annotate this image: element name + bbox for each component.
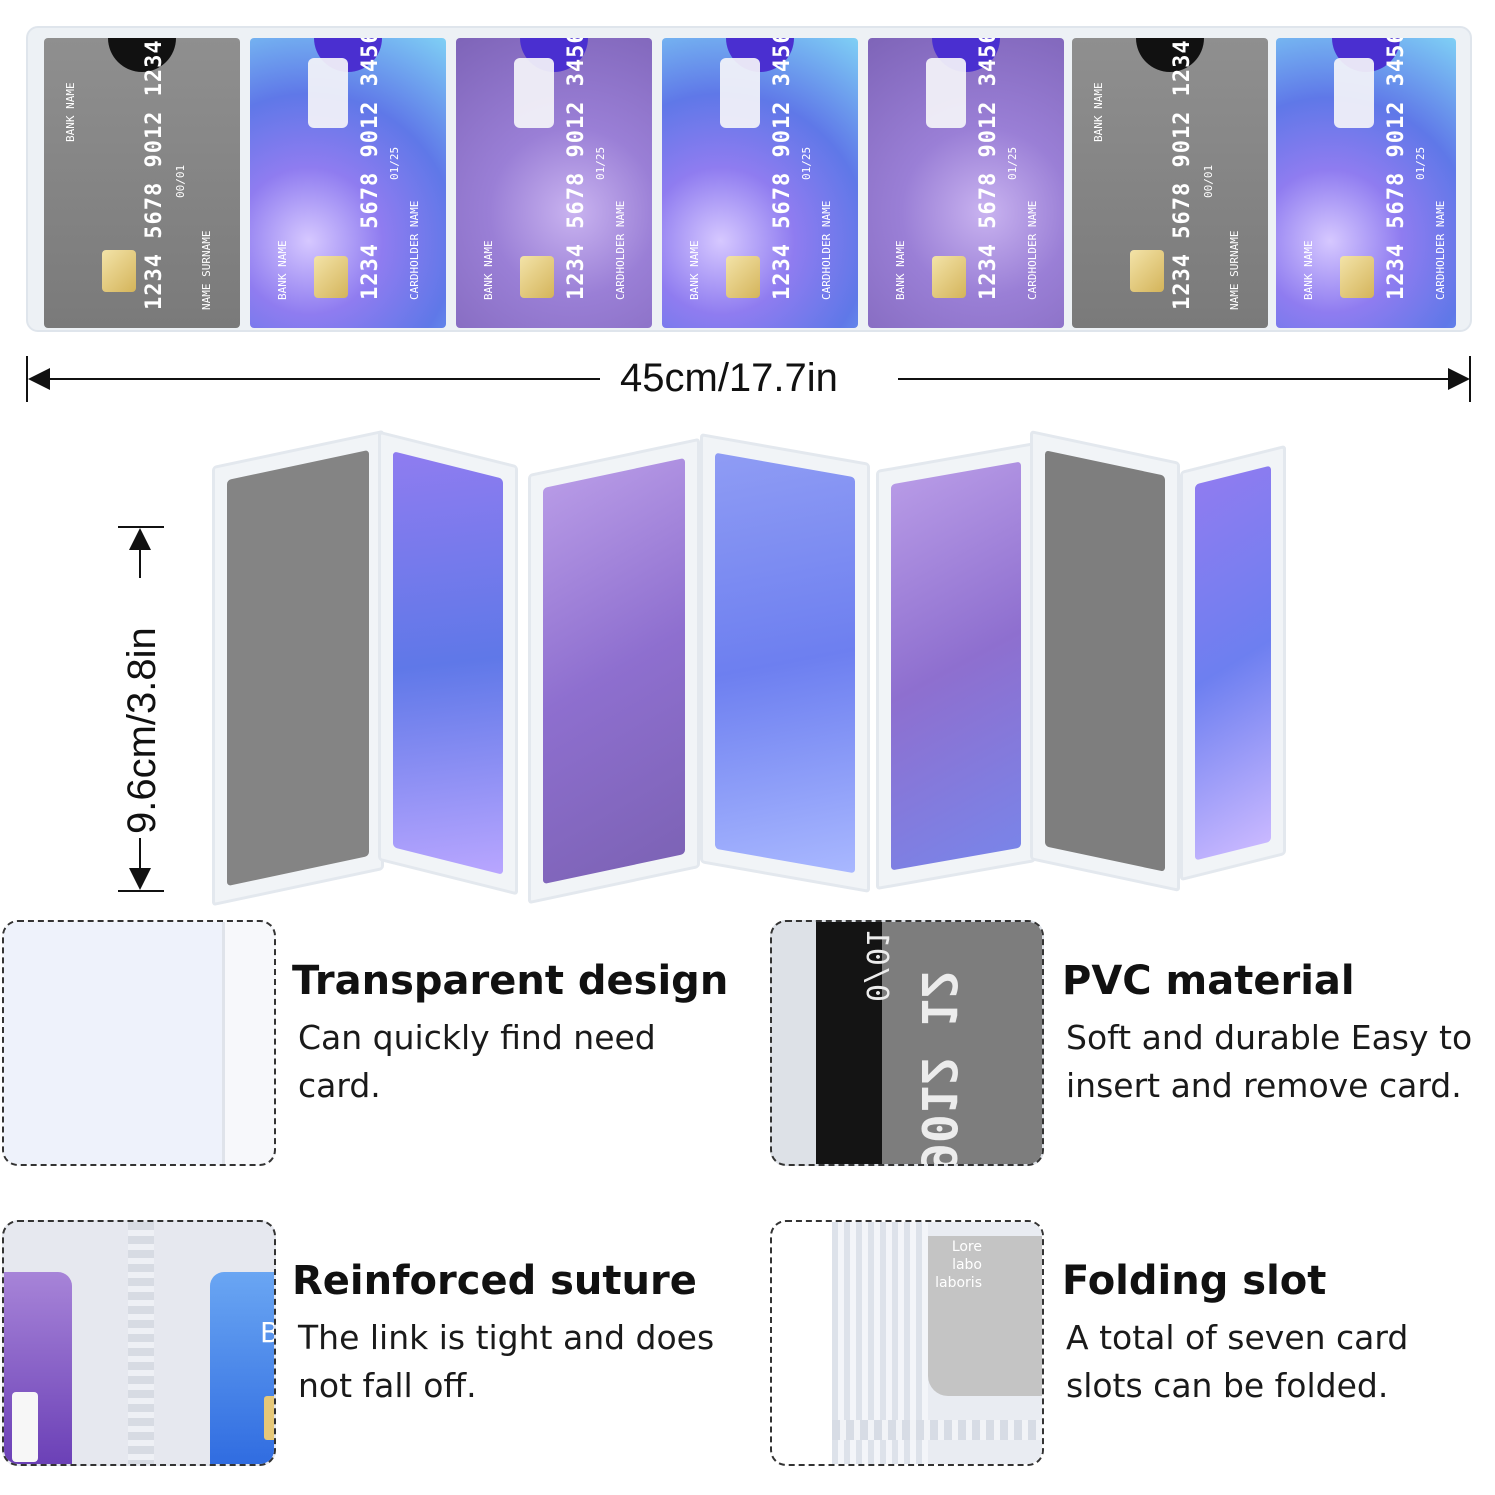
closeup-card-number: 9012 12: [910, 969, 966, 1166]
card-chip: [264, 1396, 274, 1440]
card-bank-name: BANK NAME: [688, 240, 701, 300]
card-slot-7: BANK NAME 1234 5678 9012 3456 01/25 CARD…: [1276, 38, 1456, 328]
transparent-sleeve-photo: [2, 920, 276, 1166]
card-slot-4: BANK NAME 1234 5678 9012 3456 01/25 CARD…: [662, 38, 858, 328]
folded-panel-4: [700, 433, 870, 893]
sleeve-edge: [222, 922, 225, 1164]
card-valid: 00/01: [174, 164, 187, 198]
hologram-sticker: [308, 58, 348, 128]
card-number: 1234 5678 9012 3456: [770, 38, 795, 300]
closeup-letter: B: [260, 1316, 274, 1349]
dimension-line-bottom: [139, 838, 141, 868]
card-expiry: 01/25: [1414, 146, 1427, 180]
card-holder: CARDHOLDER NAME: [1434, 200, 1447, 300]
card-number: 1234 5678 9012 3456: [564, 38, 589, 300]
card-bank-name: BANK NAME: [276, 240, 289, 300]
card-expiry: 01/25: [388, 146, 401, 180]
card-expiry: 01/25: [1006, 146, 1019, 180]
card-number: 1234 5678 9012 3456: [1384, 38, 1409, 300]
card-holder: CARDHOLDER NAME: [1026, 200, 1039, 300]
card-chip: [726, 256, 760, 298]
hologram-sticker: [926, 58, 966, 128]
blue-card-edge: B: [210, 1272, 274, 1464]
card-chip: [102, 250, 136, 292]
arrow-right-icon: [1448, 368, 1470, 390]
card-text-fragment-1: Lore: [951, 1239, 982, 1255]
dimension-tick-left: [26, 356, 28, 402]
magnetic-stripe: [816, 922, 882, 1164]
card-bank-name: BANK NAME: [894, 240, 907, 300]
arrow-down-icon: [129, 868, 151, 890]
dimension-tick-right: [1469, 356, 1471, 402]
card-holder: CARDHOLDER NAME: [408, 200, 421, 300]
card-expiry: 01/25: [594, 146, 607, 180]
feature-desc-pvc: Soft and durable Easy to insert and remo…: [1066, 1018, 1473, 1105]
folded-card-strip: [212, 418, 1288, 907]
card-text-fragment-2: labo: [952, 1257, 982, 1273]
hologram-sticker: [720, 58, 760, 128]
arrow-up-icon: [129, 528, 151, 550]
hologram-sticker: [514, 58, 554, 128]
card-number: 1234 5678 9012 3456: [358, 38, 383, 300]
arrow-left-icon: [28, 368, 50, 390]
dimension-line-top: [139, 548, 141, 578]
card-slot-6: BANK NAME 1234 5678 9012 1234 00/01 NAME…: [1072, 38, 1268, 328]
feature-desc-transparent: Can quickly find need card.: [298, 1018, 656, 1105]
folded-panel-6: [1030, 430, 1180, 892]
card-number: 1234 5678 9012 1234: [1170, 39, 1195, 310]
card-expiry: 01/25: [800, 146, 813, 180]
card-chip: [932, 256, 966, 298]
card-number: 1234 5678 9012 1234: [142, 39, 167, 310]
card-bank-name: BANK NAME: [482, 240, 495, 300]
card-slot-1: BANK NAME 1234 5678 9012 1234 00/01 NAME…: [44, 38, 240, 328]
dimension-tick-top: [118, 526, 164, 528]
feature-title-transparent: Transparent design: [292, 958, 729, 1004]
card-slot-2: BANK NAME 1234 5678 9012 3456 01/25 CARD…: [250, 38, 446, 328]
card-slot-5: BANK NAME 1234 5678 9012 3456 01/25 CARD…: [868, 38, 1064, 328]
card-number: 1234 5678 9012 3456: [976, 38, 1001, 300]
stitch-seam: [832, 1420, 1042, 1440]
card-chip: [314, 256, 348, 298]
folding-slot-photo: Lore labo laboris: [770, 1220, 1044, 1466]
card-chip: [520, 256, 554, 298]
card-holder: NAME SURNAME: [1228, 230, 1241, 310]
folded-panel-1: [212, 429, 384, 907]
gray-card-corner: Lore labo laboris: [928, 1236, 1042, 1396]
feature-desc-folding: A total of seven card slots can be folde…: [1066, 1318, 1409, 1405]
dimension-line-left: [40, 378, 600, 380]
pvc-closeup-photo: 9012 12 0/01: [770, 920, 1044, 1166]
card-holder: CARDHOLDER NAME: [820, 200, 833, 300]
width-dimension-label: 45cm/17.7in: [620, 356, 838, 400]
dimension-tick-bottom: [118, 890, 164, 892]
card-bank-name: BANK NAME: [1302, 240, 1315, 300]
card-back-closeup: 9012 12 0/01: [859, 922, 1042, 1166]
closeup-valid-date: 0/01: [859, 929, 894, 1002]
card-bank-name: BANK NAME: [64, 82, 77, 142]
suture-closeup-photo: B: [2, 1220, 276, 1466]
card-chip: [1130, 250, 1164, 292]
folded-panel-5: [876, 441, 1036, 891]
card-holder: CARDHOLDER NAME: [614, 200, 627, 300]
stitch-seam: [128, 1222, 154, 1464]
folded-panel-3: [528, 437, 700, 905]
feature-title-pvc: PVC material: [1062, 958, 1355, 1004]
hologram-fragment: [12, 1392, 38, 1462]
feature-desc-suture: The link is tight and does not fall off.: [298, 1318, 715, 1405]
flat-card-strip: BANK NAME 1234 5678 9012 1234 00/01 NAME…: [26, 26, 1472, 332]
card-text-fragment-3: laboris: [935, 1275, 982, 1291]
feature-title-folding: Folding slot: [1062, 1258, 1327, 1304]
transparent-sleeve-panel: [4, 922, 222, 1164]
feature-title-suture: Reinforced suture: [292, 1258, 697, 1304]
card-slot-3: BANK NAME 1234 5678 9012 3456 01/25 CARD…: [456, 38, 652, 328]
folded-panel-7: [1180, 444, 1286, 882]
card-bank-name: BANK NAME: [1092, 82, 1105, 142]
card-chip: [1340, 256, 1374, 298]
height-dimension-label: 9.6cm/3.8in: [120, 627, 164, 834]
hologram-sticker: [1334, 58, 1374, 128]
card-holder: NAME SURNAME: [200, 230, 213, 310]
folding-sleeve: Lore labo laboris: [832, 1222, 1042, 1464]
folded-panel-2: [378, 430, 518, 896]
card-valid: 00/01: [1202, 164, 1215, 198]
dimension-line-right: [898, 378, 1458, 380]
